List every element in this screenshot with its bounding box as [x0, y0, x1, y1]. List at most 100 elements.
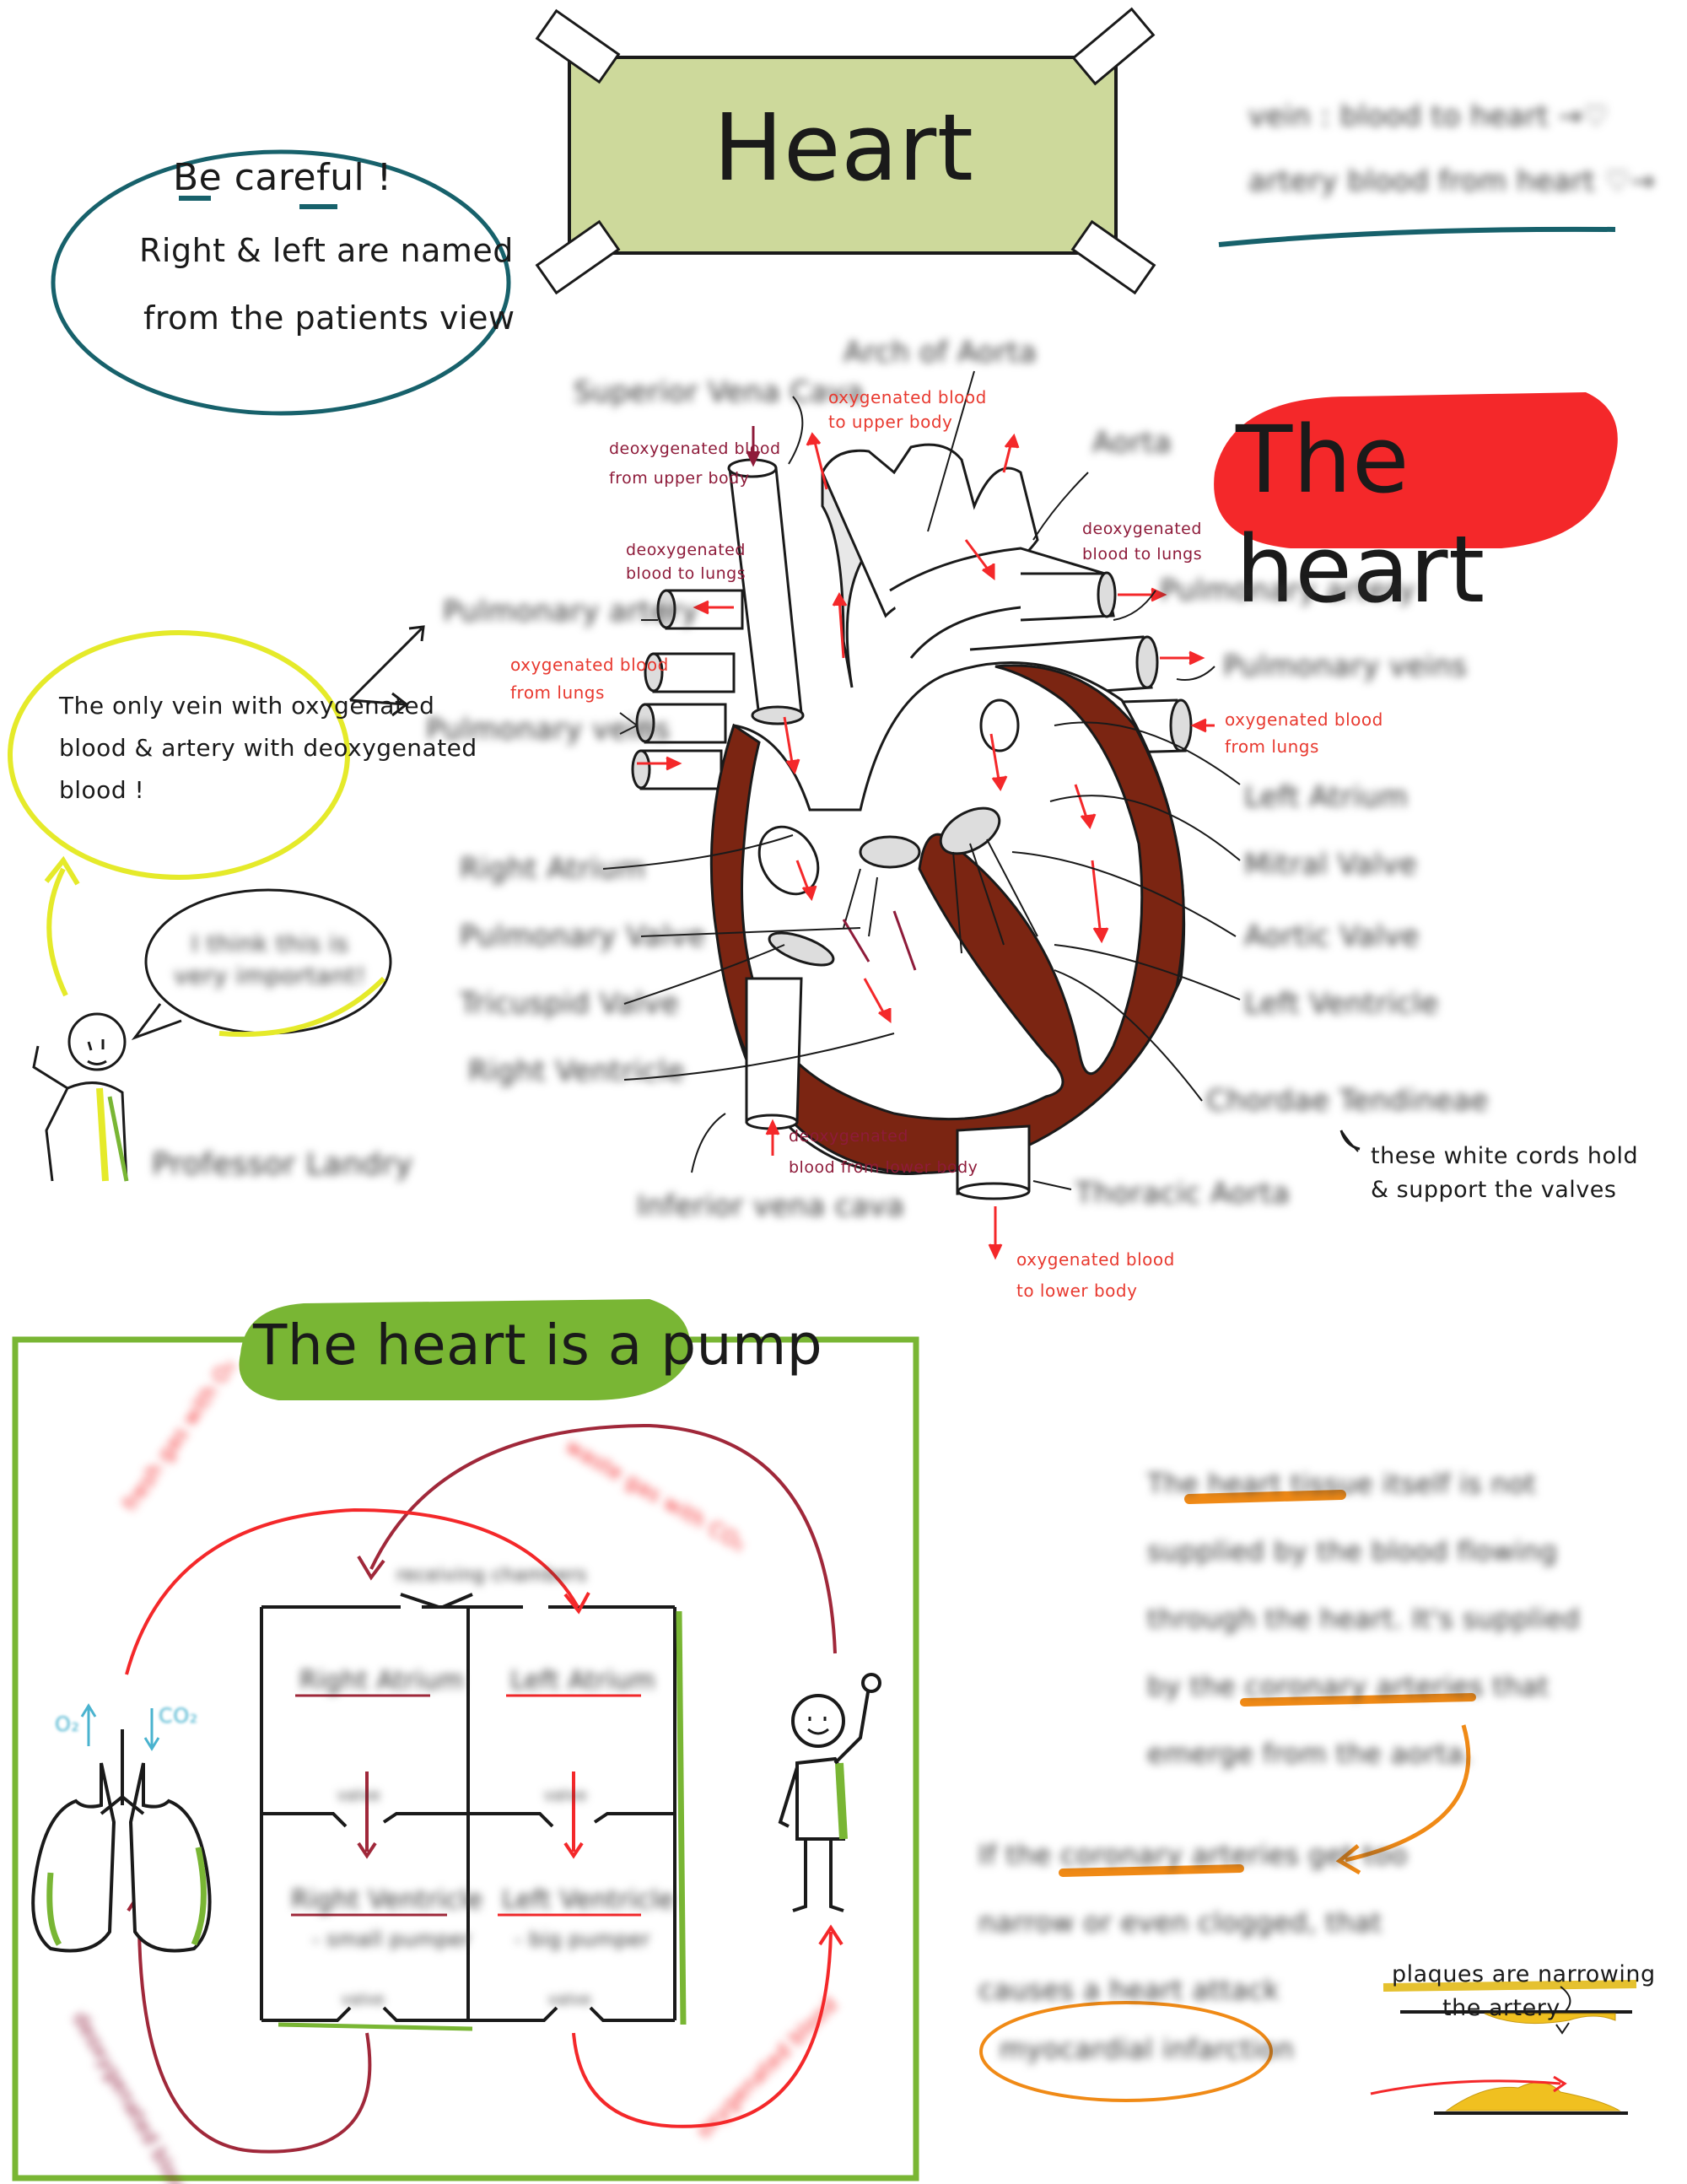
- vein-note-1: The only vein with oxygenated: [59, 692, 435, 720]
- heart-flow-arrows: [637, 432, 1215, 1260]
- title-box: [568, 56, 1118, 255]
- pump-flow-arrows: [125, 1423, 844, 2154]
- vein-note-outline: [8, 630, 350, 880]
- tape-bottom-right: [1070, 219, 1156, 295]
- coronary-p1-3: through the heart. It's supplied: [1147, 1603, 1581, 1635]
- vein-note-arrow-up-head: [408, 625, 425, 642]
- label-aortic-valve: Aortic Valve: [1244, 919, 1420, 953]
- pump-right-atrium: Right Atrium: [299, 1666, 465, 1696]
- orange-arrow: [1345, 1724, 1471, 1863]
- note-oxy-lungs-left-2: from lungs: [510, 682, 605, 703]
- label-pulmonary-veins-right: Pulmonary veins: [1223, 650, 1468, 683]
- note-oxy-lungs-right-2: from lungs: [1225, 736, 1319, 757]
- the-artery-label: the artery: [1442, 1995, 1560, 2021]
- label-aorta: Aorta: [1092, 426, 1172, 460]
- vein-note-line-1: vein : blood to heart →♡: [1248, 100, 1609, 133]
- receiving-label: receiving chambers: [396, 1565, 587, 1586]
- label-tricuspid-valve: Tricuspid Valve: [460, 987, 680, 1021]
- note-deoxy-lungs-left-1: deoxygenated: [626, 541, 746, 559]
- pump-left-ventricle: Left Ventricle: [502, 1885, 675, 1915]
- yellow-arrow: [46, 867, 68, 997]
- gas-arrows: [80, 1703, 160, 1751]
- vein-note-arrow-right: [349, 698, 406, 706]
- orange-arrow-head: [1335, 1844, 1361, 1875]
- speech-bubble-highlight: [218, 976, 386, 1038]
- note-deoxy-lower-1: deoxygenated: [789, 1127, 908, 1146]
- note-deoxy-lungs-right-1: deoxygenated: [1082, 520, 1202, 538]
- label-pulmonary-valve: Pulmonary Valve: [460, 919, 706, 953]
- coronary-p2-2: narrow or even clogged, that: [978, 1906, 1382, 1939]
- note-deoxy-lungs-left-2: blood to lungs: [626, 564, 746, 583]
- label-right-ventricle: Right Ventricle: [468, 1054, 685, 1088]
- tape-top-right: [1071, 7, 1156, 86]
- pump-left-atrium: Left Atrium: [510, 1666, 656, 1696]
- pump-valve-3: valve: [342, 1991, 385, 2009]
- tape-bottom-left: [535, 219, 621, 295]
- professor-name: Professor Landry: [152, 1147, 413, 1182]
- careful-line-2: from the patients view: [143, 299, 515, 337]
- the-heart-highlight: [1214, 392, 1618, 548]
- plaques-label: plaques are narrowing: [1392, 1961, 1656, 1987]
- label-left-atrium: Left Atrium: [1244, 780, 1409, 814]
- note-deoxy-lower-2: blood from lower body: [789, 1158, 978, 1177]
- heart-diagram: [631, 443, 1193, 1200]
- pump-valve-2: valve: [544, 1787, 587, 1804]
- vein-note-arrow-up: [348, 627, 423, 702]
- coronary-p1-4: by the coronary arteries that: [1147, 1670, 1550, 1702]
- careful-bubble-outline: [51, 149, 511, 416]
- grid-shadow-bottom: [278, 2022, 473, 2031]
- careful-line-1: Right & left are named: [139, 232, 514, 269]
- coronary-p1-1: The heart tissue itself is not: [1147, 1468, 1537, 1500]
- label-mitral-valve: Mitral Valve: [1244, 848, 1418, 882]
- note-oxy-lower-1: oxygenated blood: [1016, 1249, 1175, 1270]
- lungs-icon: [31, 1729, 212, 1953]
- heart-tissue-highlight: [1184, 1490, 1346, 1504]
- pump-small-pumper: - small pumper: [312, 1928, 472, 1951]
- label-left-ventricle: Left Ventricle: [1244, 987, 1439, 1021]
- artery-note-line-2: artery blood from heart ♡→: [1248, 164, 1656, 198]
- coronary-highlight-1: [1240, 1693, 1476, 1707]
- note-oxy-upper-1: oxygenated blood: [828, 387, 987, 407]
- cords-note-1: these white cords hold: [1371, 1143, 1639, 1169]
- label-pulmonary-veins-left: Pulmonary veins: [426, 713, 671, 747]
- coronary-highlight-2: [1059, 1864, 1244, 1877]
- label-leaders: [602, 370, 1359, 1190]
- pump-valve-4: valve: [548, 1991, 591, 2009]
- artery-plaque: [1370, 1980, 1637, 2115]
- professor-figure: [32, 1012, 129, 1182]
- mi-outline: [979, 2001, 1273, 2102]
- label-superior-vena-cava: Superior Vena Cava: [574, 375, 864, 409]
- vein-note-arrow-right-head: [391, 692, 409, 717]
- the-heart-heading: The heart: [1236, 406, 1485, 623]
- yellow-arrow-head: [44, 855, 80, 886]
- label-pulmonary-artery-left: Pulmonary artery: [443, 595, 699, 628]
- pump-title: The heart is a pump: [253, 1313, 823, 1378]
- cords-note-2: & support the valves: [1371, 1177, 1617, 1203]
- note-deoxy-upper-2: from upper body: [609, 469, 750, 488]
- pump-title-highlight: [239, 1299, 690, 1400]
- pump-valve-1: valve: [337, 1787, 380, 1804]
- pump-big-pumper: - big pumper: [515, 1928, 650, 1951]
- label-arch-of-aorta: Arch of Aorta: [844, 336, 1038, 369]
- heart-flow-arrows-maroon: [746, 426, 917, 971]
- note-deoxy-lungs-right-2: blood to lungs: [1082, 545, 1203, 564]
- careful-title: Be careful !: [173, 156, 392, 199]
- mi-label: myocardial infarction: [1000, 2033, 1295, 2065]
- body-figure: [778, 1673, 881, 1912]
- vein-note-3: blood !: [59, 776, 145, 804]
- grid-shadow: [676, 1610, 687, 2025]
- label-chordae-tendineae: Chordae Tendineae: [1206, 1084, 1489, 1118]
- note-oxy-lower-2: to lower body: [1016, 1281, 1138, 1301]
- pump-right-ventricle: Right Ventricle: [291, 1885, 483, 1915]
- coronary-p2-3: causes a heart attack: [978, 1974, 1280, 2006]
- page-title: Heart: [713, 94, 974, 202]
- label-pulmonary-artery-right: Pulmonary artery: [1160, 574, 1416, 607]
- tape-top-left: [535, 8, 621, 84]
- co2-label: CO₂: [159, 1704, 198, 1728]
- vein-note-2: blood & artery with deoxygenated: [59, 734, 477, 762]
- coronary-p2-1: If the coronary arteries get too: [978, 1839, 1408, 1871]
- note-oxy-upper-2: to upper body: [828, 412, 953, 432]
- label-thoracic-aorta: Thoracic Aorta: [1075, 1177, 1291, 1211]
